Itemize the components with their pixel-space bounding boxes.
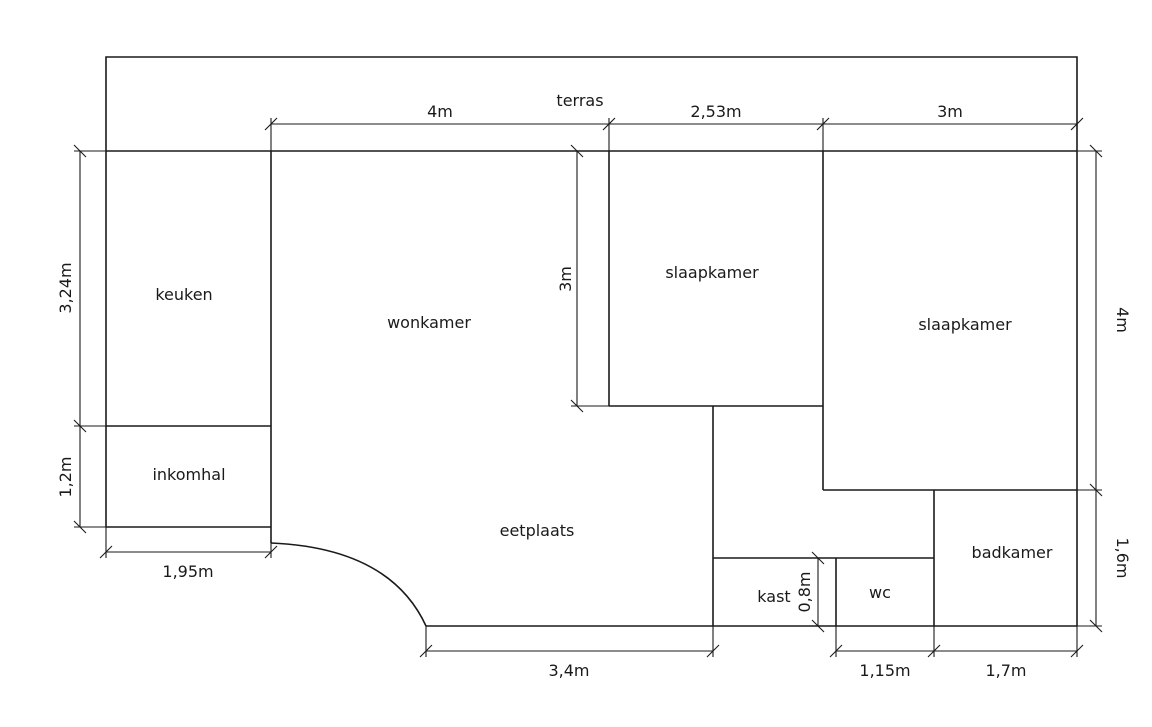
room-label-wc: wc xyxy=(869,583,891,602)
dim-label-kast-08m: 0,8m xyxy=(795,571,814,612)
dim-label-right-16m: 1,6m xyxy=(1113,537,1132,578)
room-label-eetplaats: eetplaats xyxy=(500,521,575,540)
room-label-keuken: keuken xyxy=(155,285,212,304)
dim-label-top-3m: 3m xyxy=(937,102,963,121)
dimension-labels: 4m 2,53m 3m 3,24m 1,2m 1,95m 3m 4m 1,6m … xyxy=(56,102,1132,680)
dim-label-inner-3m: 3m xyxy=(556,266,575,292)
dim-label-top-253m: 2,53m xyxy=(690,102,741,121)
room-label-wonkamer: wonkamer xyxy=(387,313,471,332)
dim-label-bottom-195m: 1,95m xyxy=(162,562,213,581)
room-label-slaapkamer-2: slaapkamer xyxy=(918,315,1012,334)
room-label-terras: terras xyxy=(556,91,603,110)
room-label-inkomhal: inkomhal xyxy=(152,465,225,484)
dim-label-left-12m: 1,2m xyxy=(56,456,75,497)
curved-wall xyxy=(270,542,427,627)
dimension-lines xyxy=(73,117,1103,658)
dim-label-bottom-34m: 3,4m xyxy=(548,661,589,680)
room-label-slaapkamer-1: slaapkamer xyxy=(665,263,759,282)
room-labels: terras keuken wonkamer slaapkamer slaapk… xyxy=(152,91,1052,606)
room-label-kast: kast xyxy=(757,587,790,606)
dim-label-top-4m: 4m xyxy=(427,102,453,121)
terrace-outline xyxy=(105,56,1078,151)
walls xyxy=(105,56,1078,627)
room-label-badkamer: badkamer xyxy=(972,543,1053,562)
dim-label-left-324m: 3,24m xyxy=(56,262,75,313)
dim-label-right-4m: 4m xyxy=(1113,307,1132,333)
dim-label-bottom-115m: 1,15m xyxy=(859,661,910,680)
dim-label-bottom-17m: 1,7m xyxy=(985,661,1026,680)
